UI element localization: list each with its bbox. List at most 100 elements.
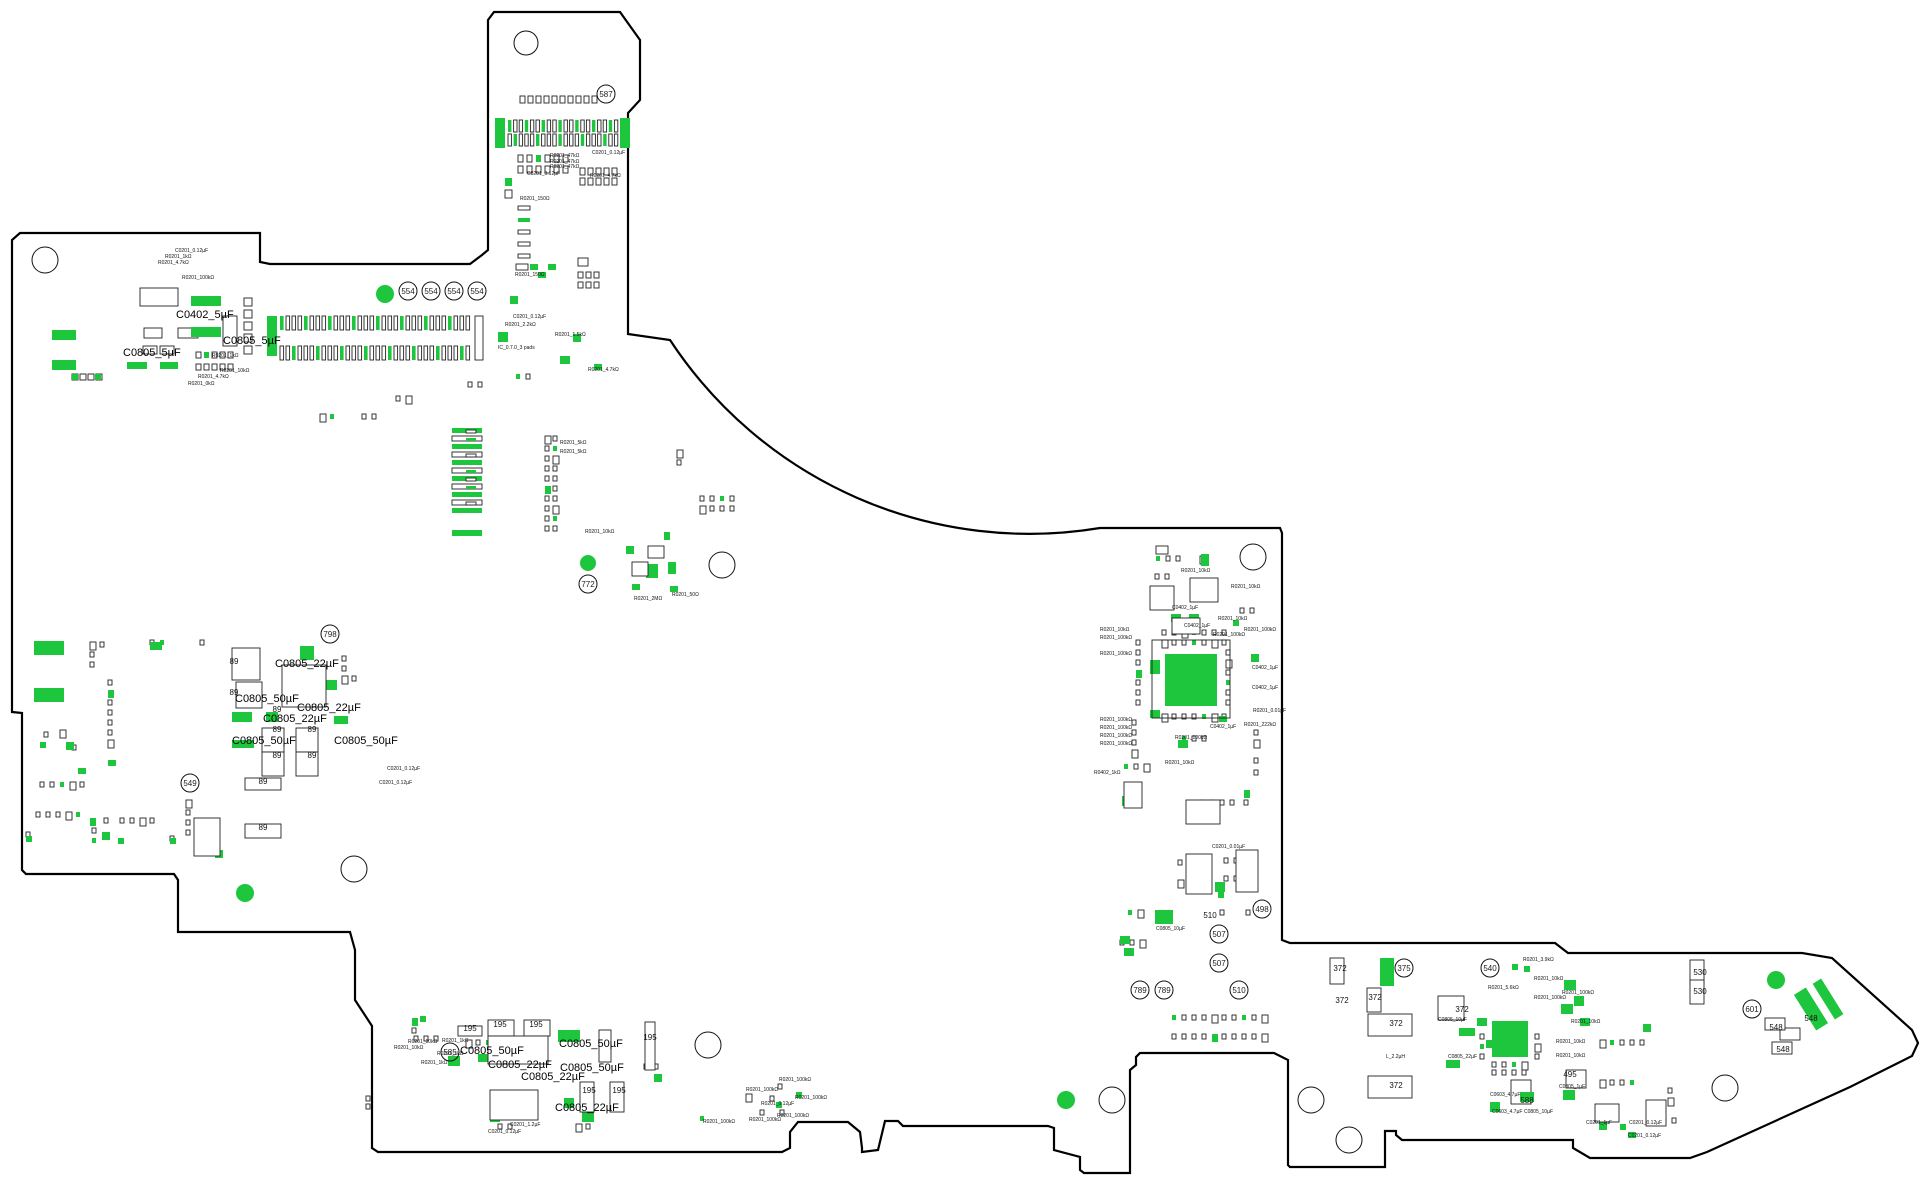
- cap-label: C0805_50µF: [232, 735, 296, 747]
- reference-number: 498: [1255, 905, 1269, 914]
- small-label: R0201_47kΩ: [550, 159, 580, 165]
- small-label: R0201_100kΩ: [1100, 741, 1132, 747]
- small-label: R0201_10kΩ: [1181, 568, 1211, 574]
- cap-label: C0805_50µF: [460, 1045, 524, 1057]
- small-label: C0201_0.12µF: [1628, 1133, 1661, 1139]
- reference-circle: [1252, 899, 1272, 919]
- footprint-number: 195: [463, 1024, 477, 1033]
- footprint-number: 195: [529, 1020, 543, 1029]
- small-label: R0201_10kΩ: [1100, 627, 1130, 633]
- small-label: R0201_10kΩ: [408, 1039, 438, 1045]
- small-label: L_2.2µH: [1386, 1054, 1405, 1060]
- reference-circle: [1209, 924, 1229, 944]
- small-label: R0201_2MΩ: [634, 596, 662, 602]
- reference-number: 507: [1212, 959, 1226, 968]
- cap-label: C0805_50µF: [334, 735, 398, 747]
- cap-label: C0805_5µF: [123, 347, 181, 359]
- small-label: C0201_0.12µF: [175, 248, 208, 254]
- reference-number: 507: [1212, 930, 1226, 939]
- small-label: R0201_1kΩ: [437, 1051, 464, 1057]
- small-label: R0201_1kΩ: [442, 1038, 469, 1044]
- small-label: C0603_4.7µF: [1490, 1092, 1520, 1098]
- footprint-number: 89: [259, 823, 268, 832]
- small-label: R0201_10kΩ: [1556, 1039, 1586, 1045]
- reference-number: 789: [1157, 986, 1171, 995]
- reference-circle: [1229, 980, 1249, 1000]
- small-label: R0201_1kΩ: [165, 254, 192, 260]
- footprint-number: 195: [582, 1086, 596, 1095]
- small-label: R0402_1kΩ: [1094, 770, 1121, 776]
- small-label: R0201_10kΩ: [1571, 1019, 1601, 1025]
- small-label: C0805_1µF: [1559, 1084, 1585, 1090]
- footprint-number: 530: [1693, 987, 1707, 996]
- small-label: R0201_100kΩ: [1175, 735, 1207, 741]
- small-label: R0201_100kΩ: [777, 1113, 809, 1119]
- part-labels: C0201_0.12µFR0201_1kΩR0201_4.7kΩR0201_10…: [158, 150, 1662, 1139]
- reference-number: 585: [443, 1048, 457, 1057]
- reference-number: 510: [1232, 986, 1246, 995]
- cap-label: C0805_22µF: [521, 1071, 585, 1083]
- reference-circle: [596, 84, 616, 104]
- cap-label: C0805_50µF: [560, 1062, 624, 1074]
- cap-label: C0402_5µF: [176, 309, 234, 321]
- small-label: C0201_0.12µF: [592, 150, 625, 156]
- reference-number: 540: [1483, 964, 1497, 973]
- small-label: R0201_100kΩ: [1244, 627, 1276, 633]
- reference-circle: [398, 281, 418, 301]
- small-label: C0201_0.01µF: [1212, 844, 1245, 850]
- small-label: R0201_1kΩ: [212, 353, 239, 359]
- small-label: C0402_1µF: [1184, 623, 1210, 629]
- small-label: C0805_10µF: [1156, 926, 1185, 932]
- reference-circle: [180, 773, 200, 793]
- footprint-number: 89: [259, 777, 268, 786]
- small-label: R0201_10kΩ: [220, 368, 250, 374]
- small-label: C0201_1.2µF: [510, 1122, 540, 1128]
- small-label: R0201_47kΩ: [550, 164, 580, 170]
- small-label: R0201_1.5kΩ: [555, 332, 586, 338]
- small-label: R0201_10kΩ: [1556, 1053, 1586, 1059]
- small-label: R0201_100kΩ: [749, 1117, 781, 1123]
- small-label: R0201_4.7kΩ: [590, 173, 621, 179]
- small-label: R0201_100kΩ: [1100, 635, 1132, 641]
- footprint-number: 89: [273, 705, 282, 714]
- small-label: C0805_10µF: [1524, 1109, 1553, 1115]
- small-label: C0201_0.12µF: [527, 171, 560, 177]
- cap-label: C0805_22µF: [488, 1059, 552, 1071]
- small-label: C0201_0.12µF: [1629, 1120, 1662, 1126]
- small-label: R0201_100kΩ: [1213, 632, 1245, 638]
- small-label: R0201_4.7kΩ: [588, 367, 619, 373]
- reference-circle: [421, 281, 441, 301]
- reference-circle: [444, 281, 464, 301]
- footprint-number: 195: [612, 1086, 626, 1095]
- reference-circle: [320, 624, 340, 644]
- small-label: R0201_100kΩ: [703, 1119, 735, 1125]
- small-label: C0805_22µF: [1448, 1054, 1477, 1060]
- small-label: R0201_150Ω: [515, 272, 545, 278]
- small-label: R0201_1kΩ: [421, 1060, 448, 1066]
- small-label: R0201_0.12µF: [761, 1101, 794, 1107]
- reference-circle: [440, 1042, 460, 1062]
- capacitor-labels: C0402_5µFC0805_5µFC0805_5µFC0805_22µFC08…: [123, 309, 624, 1114]
- small-label: R0201_50Ω: [672, 592, 699, 598]
- small-label: C0201_0.12µF: [387, 766, 420, 772]
- reference-circle: [467, 281, 487, 301]
- footprint-number: 195: [643, 1033, 657, 1042]
- reference-circle: [1480, 958, 1500, 978]
- small-label: R0201_3.9kΩ: [1523, 957, 1554, 963]
- small-label: R0201_5.6kΩ: [1488, 985, 1519, 991]
- footprint-number: 588: [1520, 1096, 1534, 1105]
- small-label: R0201_2.2kΩ: [505, 322, 536, 328]
- small-label: R0201_10kΩ: [1218, 616, 1248, 622]
- misc-components: [25, 272, 1801, 1138]
- left-connector: [71, 287, 484, 381]
- cap-label: C0805_22µF: [555, 1102, 619, 1114]
- board-outline: [10, 10, 1920, 1175]
- reference-number: 554: [424, 287, 438, 296]
- reference-number: 375: [1397, 964, 1411, 973]
- small-label: R0201_4.7kΩ: [198, 374, 229, 380]
- footprint-number: 372: [1389, 1019, 1403, 1028]
- small-label: C0402_1µF: [1252, 665, 1278, 671]
- reference-number: 554: [401, 287, 415, 296]
